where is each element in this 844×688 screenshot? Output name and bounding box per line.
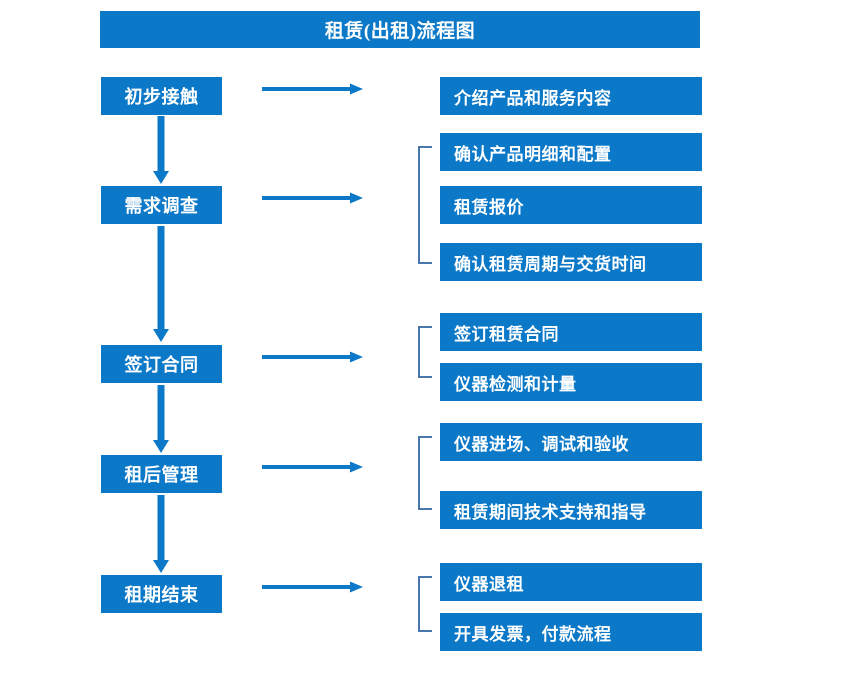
detail-box[interactable]: 签订租赁合同	[440, 313, 702, 351]
detail-box[interactable]: 仪器进场、调试和验收	[440, 423, 702, 461]
flowchart-title: 租赁(出租)流程图	[100, 11, 700, 48]
stage-box[interactable]: 初步接触	[101, 77, 222, 115]
group-bracket	[418, 326, 432, 378]
stage-box[interactable]: 需求调查	[101, 186, 222, 224]
flow-arrow-down	[152, 116, 170, 184]
detail-box[interactable]: 确认产品明细和配置	[440, 133, 702, 171]
stage-box[interactable]: 租期结束	[101, 575, 222, 613]
detail-box[interactable]: 仪器检测和计量	[440, 363, 702, 401]
flow-arrow-right	[262, 82, 364, 96]
group-bracket	[418, 576, 432, 632]
flow-arrow-right	[262, 460, 364, 474]
detail-box[interactable]: 确认租赁周期与交货时间	[440, 243, 702, 281]
group-bracket	[418, 146, 432, 264]
detail-box[interactable]: 租赁报价	[440, 186, 702, 224]
stage-box[interactable]: 签订合同	[101, 345, 222, 383]
flow-arrow-right	[262, 350, 364, 364]
flow-arrow-right	[262, 580, 364, 594]
group-bracket	[418, 436, 432, 510]
detail-box[interactable]: 仪器退租	[440, 563, 702, 601]
stage-box[interactable]: 租后管理	[101, 455, 222, 493]
flow-arrow-down	[152, 495, 170, 573]
flow-arrow-right	[262, 191, 364, 205]
flow-arrow-down	[152, 385, 170, 453]
detail-box[interactable]: 介绍产品和服务内容	[440, 77, 702, 115]
detail-box[interactable]: 开具发票，付款流程	[440, 613, 702, 651]
flow-arrow-down	[152, 226, 170, 342]
detail-box[interactable]: 租赁期间技术支持和指导	[440, 491, 702, 529]
